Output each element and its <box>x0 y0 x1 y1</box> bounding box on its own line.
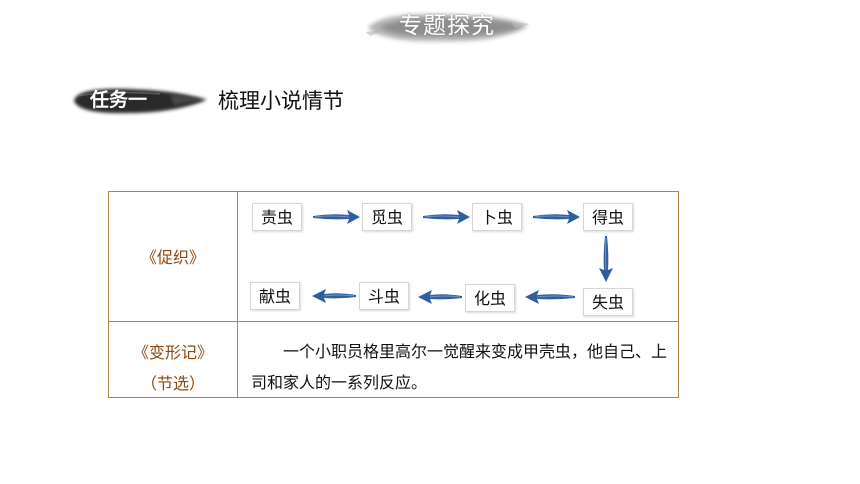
section-title: 专题探究 <box>399 13 495 39</box>
arrow-left-icon <box>418 290 462 304</box>
header-banner: 专题探究 <box>362 6 532 48</box>
plot-step-2: 觅虫 <box>362 203 413 231</box>
plot-step-8: 献虫 <box>250 282 301 310</box>
work-title-cuzhi: 《促织》 <box>140 248 205 267</box>
ink-brush-badge <box>74 88 208 114</box>
arrow-left-icon <box>525 290 575 304</box>
task-badge: 任务一 <box>70 82 210 120</box>
plot-step-5: 失虫 <box>583 288 634 316</box>
plot-step-6: 化虫 <box>465 284 516 312</box>
table-row-divider <box>109 321 678 322</box>
plot-step-4: 得虫 <box>583 203 634 231</box>
arrow-down-icon <box>599 236 613 282</box>
plot-step-1: 责虫 <box>252 203 303 231</box>
work-title-metamorphosis: 《变形记》 <box>132 343 213 362</box>
table-column-divider <box>237 192 238 397</box>
arrow-right-icon <box>533 210 580 224</box>
task-title: 梳理小说情节 <box>218 89 344 113</box>
ink-brush-background <box>366 14 530 42</box>
arrow-right-icon <box>423 210 470 224</box>
arrow-right-icon <box>313 210 360 224</box>
plot-step-7: 斗虫 <box>359 282 410 310</box>
arrow-left-icon <box>312 289 356 303</box>
work-subtitle-excerpt: （节选） <box>140 374 205 393</box>
plot-step-3: 卜虫 <box>472 203 523 231</box>
comparison-table: 《促织》 《变形记》 （节选） 一个小职员格里高尔一觉醒来变成甲壳虫，他自己、上… <box>108 191 679 398</box>
task-badge-label: 任务一 <box>90 89 148 111</box>
metamorphosis-summary: 一个小职员格里高尔一觉醒来变成甲壳虫，他自己、上司和家人的一系列反应。 <box>251 342 668 392</box>
